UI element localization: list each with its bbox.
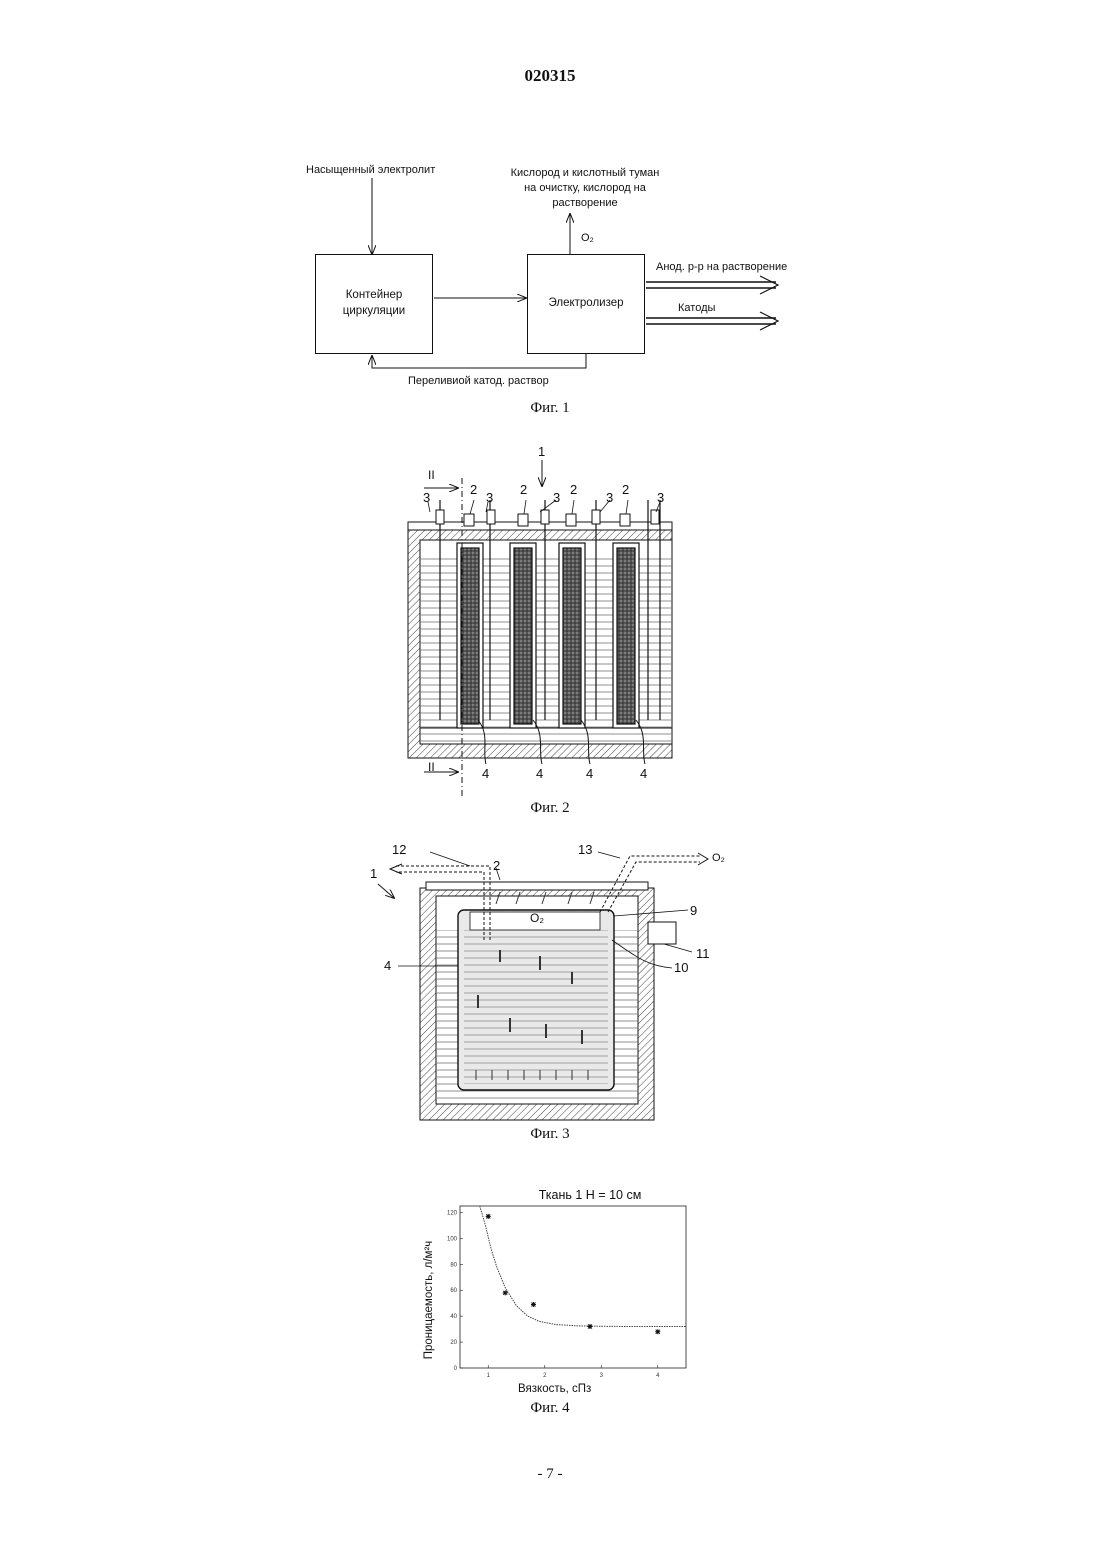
chart-ylabel: Проницаемость, л/м²ч [423,1225,435,1375]
data-point [655,1329,660,1334]
data-point [531,1302,536,1307]
x-tick-label: 2 [543,1373,547,1379]
fit-curve [480,1206,686,1327]
x-tick-label: 3 [600,1373,604,1379]
fig4-caption: Фиг. 4 [450,1400,650,1417]
data-point [503,1290,508,1295]
y-tick-label: 80 [450,1262,457,1268]
x-tick-label: 1 [487,1373,491,1379]
y-tick-label: 0 [454,1366,458,1372]
plot-frame [460,1206,686,1368]
y-tick-label: 120 [447,1210,458,1216]
y-tick-label: 20 [450,1340,457,1346]
y-tick-label: 100 [447,1236,458,1242]
x-tick-label: 4 [656,1373,660,1379]
y-tick-label: 60 [450,1288,457,1294]
chart-xlabel: Вязкость, сПз [518,1383,591,1395]
page-number: - 7 - [0,1466,1100,1483]
data-point [486,1214,491,1219]
data-point [587,1324,592,1329]
y-tick-label: 40 [450,1314,457,1320]
